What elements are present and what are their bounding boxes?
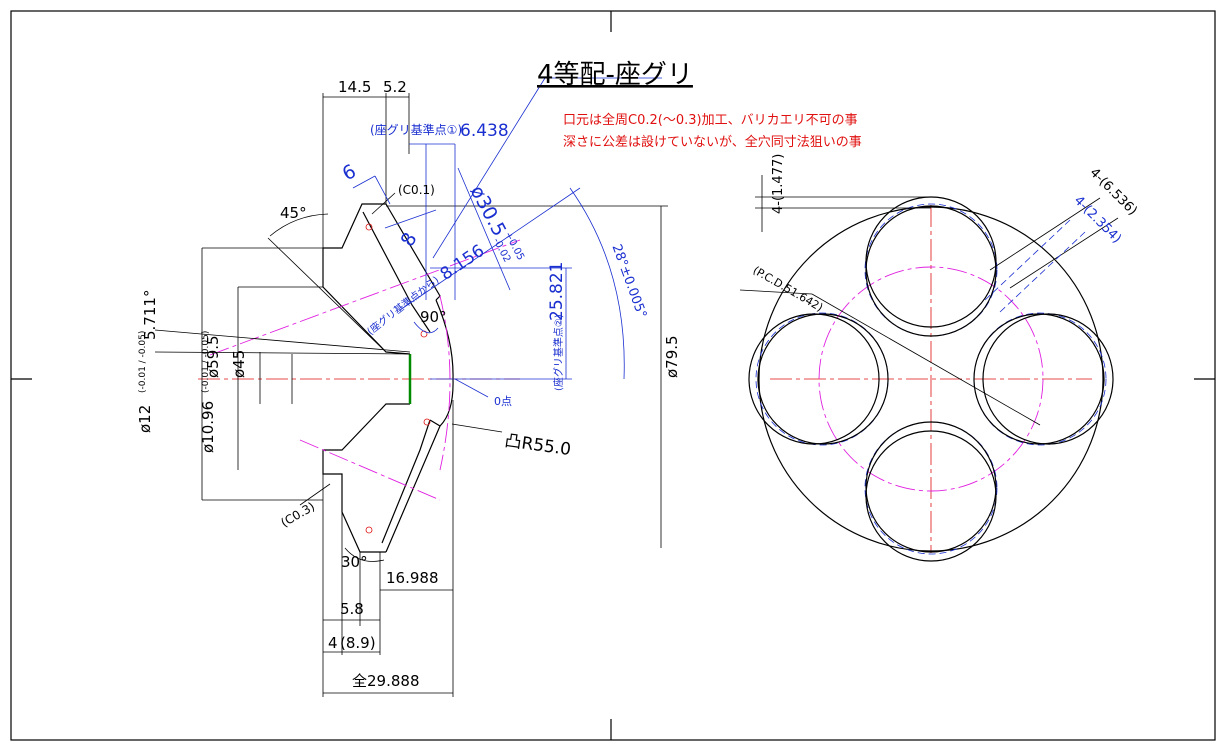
dim-8: 8	[396, 229, 421, 250]
angle-45: 45°	[280, 204, 307, 222]
dim-4-1-477: 4-(1.477)	[771, 154, 786, 214]
corner-markers	[365, 223, 431, 534]
dim-c03: (C0.3)	[278, 499, 317, 530]
dim-16-988: 16.988	[386, 569, 439, 587]
front-view: 4-(1.477) 4-(6.536) 4-(2.354) (P.C.D.51.…	[739, 154, 1140, 562]
pcd-label: (P.C.D.51.642)	[751, 264, 826, 315]
dim-phi12-tol: (-0.01 / -0.05)	[138, 331, 148, 393]
convex-radius-label: 凸R55.0	[503, 431, 572, 460]
dim-5-2: 5.2	[383, 78, 407, 96]
dimension-lines-black	[154, 93, 668, 697]
drawing-frame	[10, 10, 1216, 741]
dim-14-5: 14.5	[338, 78, 371, 96]
pitch-lines	[209, 239, 521, 501]
outer-disc	[758, 206, 1104, 552]
dim-phi45: ø45	[230, 350, 248, 378]
front-dimension-lines	[739, 175, 1119, 426]
section-labels: 4等配-座グリ 口元は全周C0.2(～0.3)加工、バリカエリ不可の事 深さに公…	[136, 60, 862, 690]
dim-8-9: (8.9)	[340, 634, 376, 652]
front-center-lines	[770, 205, 1092, 553]
dim-total: 全29.888	[352, 672, 420, 690]
ref2-value: 25.821	[547, 262, 567, 321]
ref-from-value: 8.156	[437, 241, 489, 285]
dim-6: 6	[339, 160, 360, 185]
ref-from-label: (座グリ基準点から)	[364, 273, 441, 337]
ref2-label: (座グリ基準点②)	[552, 314, 565, 391]
pcd-circle	[818, 266, 1044, 492]
dim-phi59-5: ø59.5	[204, 335, 222, 378]
dim-phi30-5: ø30.5	[466, 182, 511, 240]
front-dimension-lines-blue	[984, 219, 1086, 313]
note-line-1: 口元は全周C0.2(～0.3)加工、バリカエリ不可の事	[563, 112, 858, 128]
section-view: 4等配-座グリ 口元は全周C0.2(～0.3)加工、バリカエリ不可の事 深さに公…	[136, 60, 862, 697]
dim-phi12: ø12	[136, 405, 154, 433]
angle-5-711: 5.711°	[141, 290, 159, 340]
dim-c01: (C0.1)	[398, 183, 435, 197]
callout-title-text: 4等配-座グリ	[537, 60, 693, 90]
ref1-label: (座グリ基準点①)	[370, 122, 462, 137]
dim-4: 4	[328, 634, 338, 652]
part-outline	[322, 203, 454, 553]
dimension-lines-blue	[352, 77, 662, 398]
angle-30: 30°	[341, 553, 368, 571]
angle-90: 90°	[420, 308, 447, 326]
dim-phi10-96: ø10.96	[199, 401, 217, 453]
note-line-2: 深さに公差は設けていないが、全穴同寸法狙いの事	[563, 134, 862, 150]
angle-28: 28°±0.005°	[608, 242, 649, 320]
dim-phi10-96-tol: (-0.01 / -0.05)	[201, 331, 211, 393]
ref1-value: 6.438	[460, 121, 509, 141]
dim-phi79-5: ø79.5	[663, 335, 681, 378]
dim-5-8: 5.8	[340, 600, 364, 618]
zero-point-label: 0点	[494, 395, 512, 408]
